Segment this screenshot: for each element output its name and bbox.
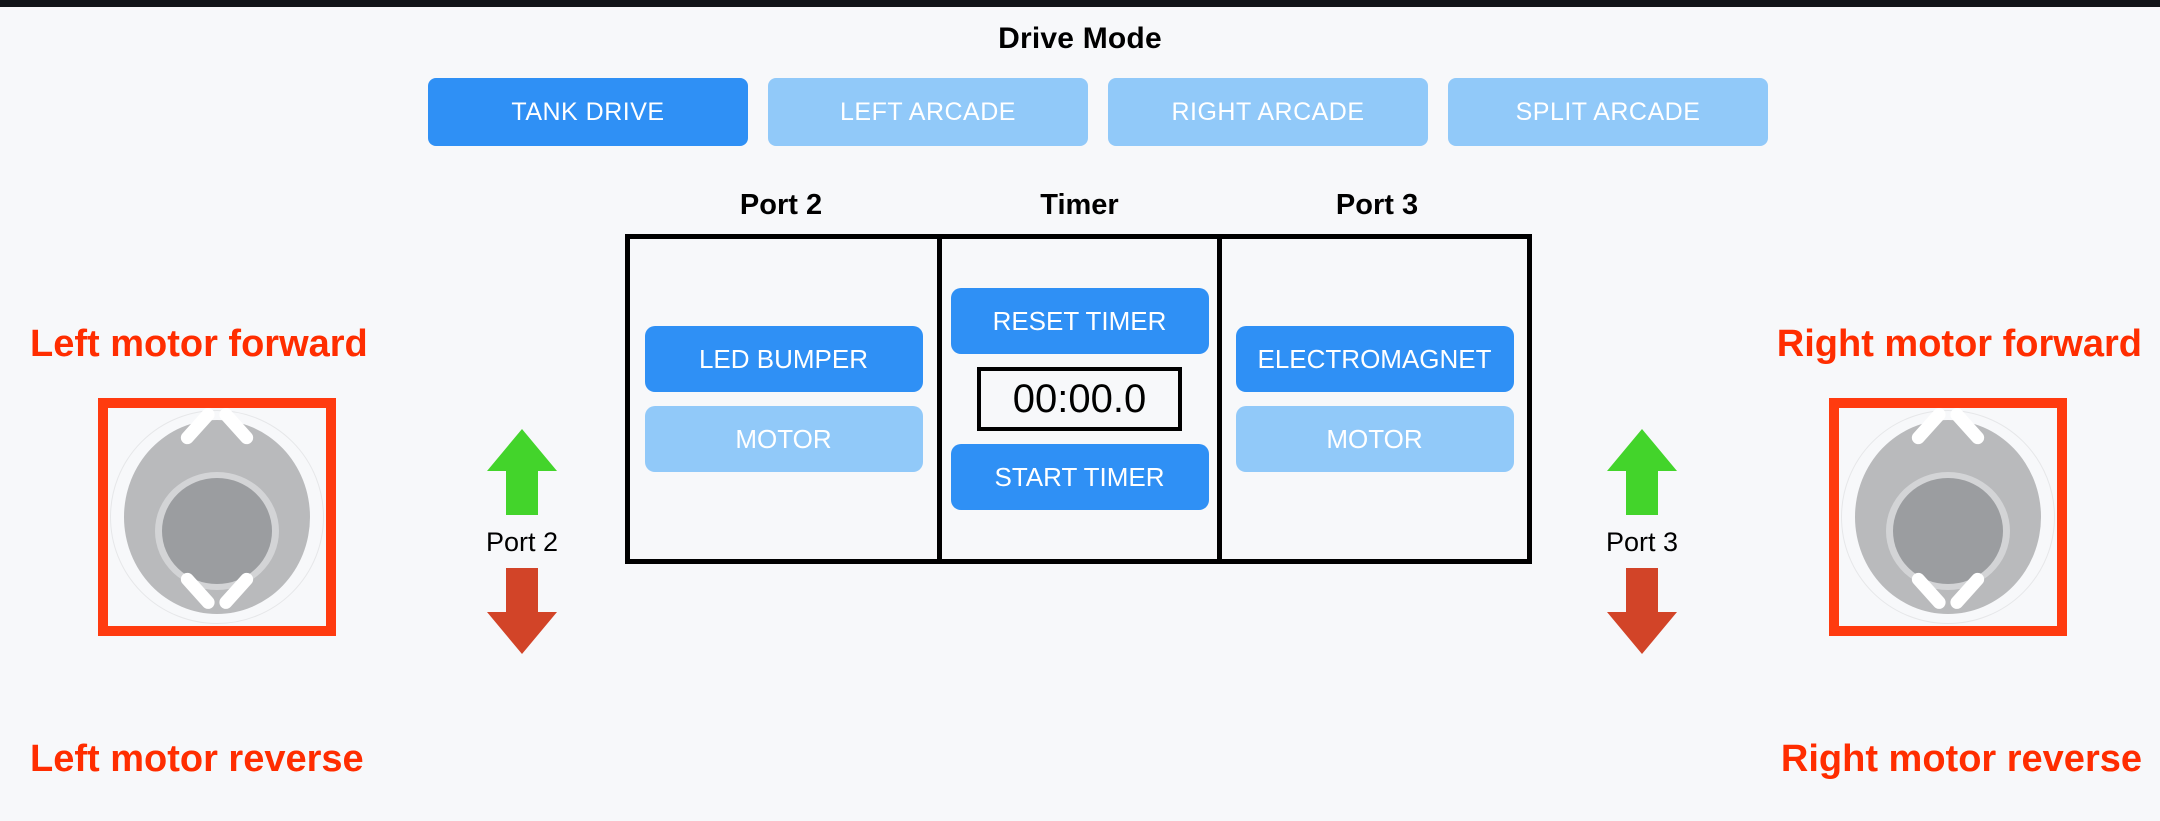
reset-timer-button[interactable]: RESET TIMER	[950, 288, 1209, 354]
joystick-outer-ring	[1841, 410, 2055, 624]
left-port-arrow-stack: Port 2	[462, 427, 582, 656]
panel-heading-port3: Port 3	[1335, 189, 1419, 221]
drive-mode-title: Drive Mode	[998, 22, 1162, 55]
port3-motor-button[interactable]: MOTOR	[1235, 406, 1514, 472]
right-motor-forward-annotation: Right motor forward	[1776, 323, 2142, 365]
right-port-label: Port 3	[1605, 527, 1679, 557]
port2-motor-button[interactable]: MOTOR	[644, 406, 923, 472]
left-motor-forward-annotation: Left motor forward	[30, 323, 368, 365]
chevron-up-icon	[178, 405, 256, 466]
arrow-down-icon	[487, 568, 557, 654]
drive-mode-split-arcade-button[interactable]: SPLIT ARCADE	[1448, 78, 1768, 146]
electromagnet-button[interactable]: ELECTROMAGNET	[1235, 326, 1514, 392]
arrow-down-icon	[1607, 568, 1677, 654]
led-bumper-button[interactable]: LED BUMPER	[644, 326, 923, 392]
drive-mode-tank-drive-button[interactable]: TANK DRIVE	[428, 78, 748, 146]
chevron-down-icon	[1909, 568, 1987, 612]
panel-column-port3: ELECTROMAGNET MOTOR	[1222, 239, 1527, 559]
right-motor-reverse-annotation: Right motor reverse	[1780, 738, 2142, 780]
start-timer-button[interactable]: START TIMER	[950, 444, 1209, 510]
chevron-down-icon	[178, 568, 256, 612]
top-bar	[0, 0, 2160, 7]
arrow-up-icon	[487, 429, 557, 515]
chevron-up-icon	[1909, 405, 1987, 466]
panel-headings: Port 2 Timer Port 3	[625, 189, 1532, 222]
left-joystick-highlight-box	[98, 398, 336, 636]
right-joystick[interactable]	[1841, 405, 2055, 624]
right-port-arrow-stack: Port 3	[1582, 427, 1702, 656]
right-joystick-highlight-box	[1829, 398, 2067, 636]
timer-display: 00:00.0	[977, 367, 1182, 431]
joystick-outer-ring	[110, 410, 324, 624]
drive-mode-left-arcade-button[interactable]: LEFT ARCADE	[768, 78, 1088, 146]
drive-mode-right-arcade-button[interactable]: RIGHT ARCADE	[1108, 78, 1428, 146]
control-panel: LED BUMPER MOTOR RESET TIMER 00:00.0 STA…	[625, 234, 1532, 564]
drive-mode-button-group: TANK DRIVE LEFT ARCADE RIGHT ARCADE SPLI…	[428, 78, 1768, 146]
joystick-knob[interactable]	[162, 478, 272, 584]
panel-column-timer: RESET TIMER 00:00.0 START TIMER	[937, 239, 1222, 559]
left-motor-reverse-annotation: Left motor reverse	[30, 738, 364, 780]
arrow-up-icon	[1607, 429, 1677, 515]
left-port-label: Port 2	[485, 527, 559, 557]
panel-column-port2: LED BUMPER MOTOR	[630, 239, 937, 559]
joystick-knob[interactable]	[1893, 478, 2003, 584]
left-joystick[interactable]	[110, 405, 324, 624]
panel-heading-port2: Port 2	[739, 189, 823, 221]
panel-heading-timer: Timer	[1040, 189, 1119, 221]
